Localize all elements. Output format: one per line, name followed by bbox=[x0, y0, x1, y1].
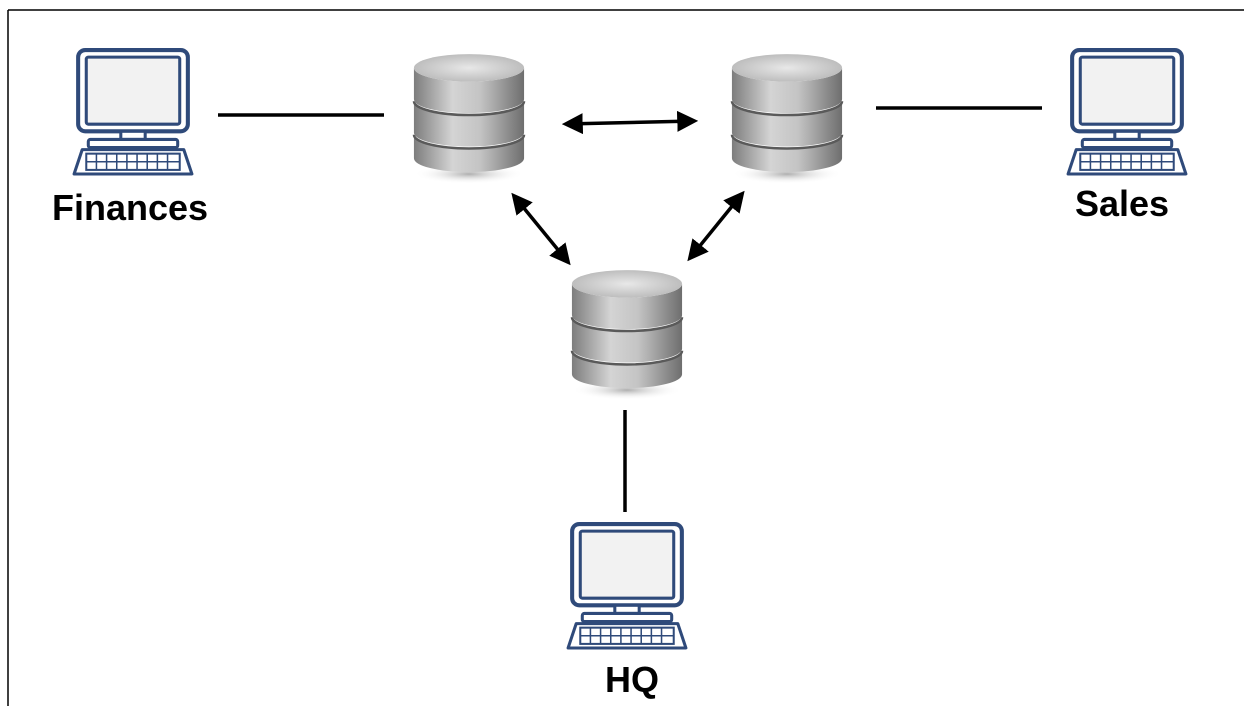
finances-label: Finances bbox=[52, 187, 208, 228]
sales-computer-icon bbox=[1068, 50, 1186, 174]
hq-computer-icon bbox=[568, 524, 686, 648]
replication-arrow-sales-hq bbox=[687, 190, 745, 262]
finances-computer-icon bbox=[74, 50, 192, 174]
replication-arrow-finances-sales bbox=[561, 110, 699, 135]
hq-label: HQ bbox=[605, 659, 659, 700]
replication-arrow-finances-hq bbox=[511, 192, 571, 266]
sales-label: Sales bbox=[1075, 183, 1169, 224]
finances-database-icon bbox=[412, 52, 526, 186]
sales-database-icon bbox=[730, 52, 844, 186]
hq-database-icon bbox=[570, 268, 684, 402]
